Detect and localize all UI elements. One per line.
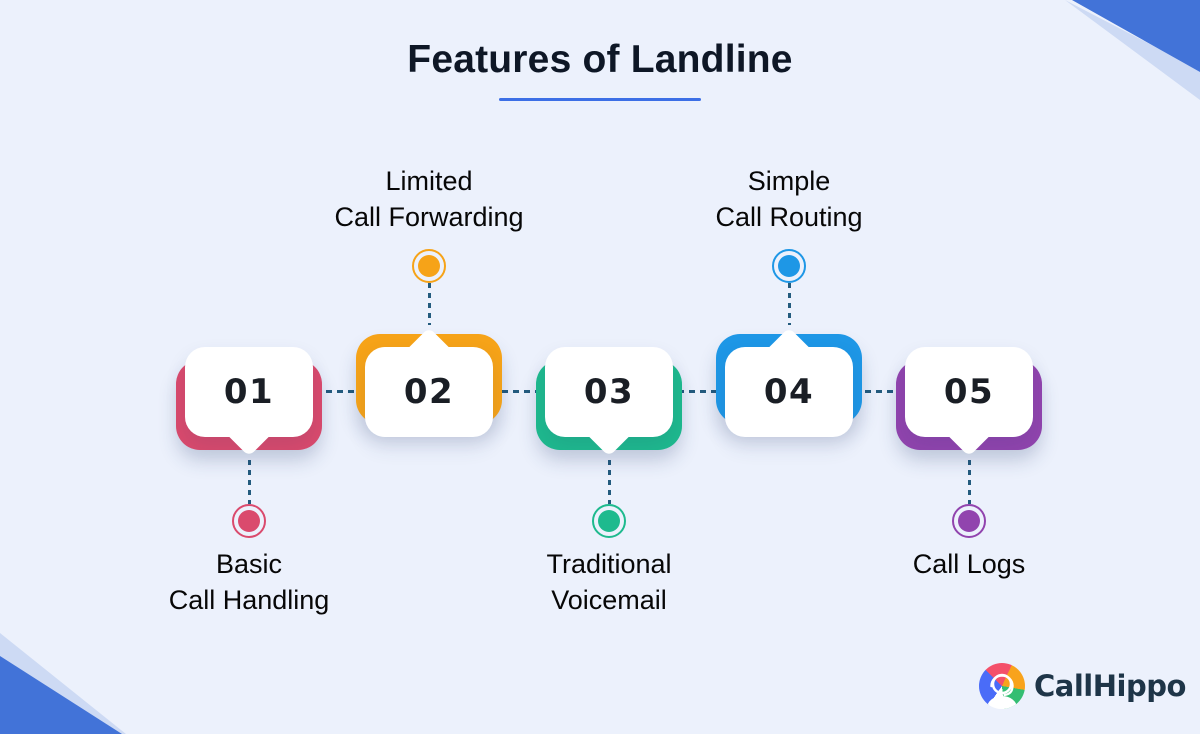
feature-label: Traditional Voicemail	[449, 546, 769, 618]
feature-card-02: 02	[356, 327, 502, 437]
dotted-connector	[787, 283, 791, 325]
timeline-dot-inner	[958, 510, 980, 532]
timeline-dot	[592, 504, 626, 538]
brand-logo: CallHippo	[979, 663, 1186, 709]
feature-card-04: 04	[716, 327, 862, 437]
feature-label-line: Basic	[215, 549, 283, 579]
dotted-connector	[967, 460, 971, 504]
card-number: 03	[583, 372, 635, 412]
feature-label: Call Logs	[809, 546, 1129, 582]
card-number: 05	[943, 372, 995, 412]
timeline-dot	[772, 249, 806, 283]
feature-label-line: Call Logs	[912, 549, 1026, 579]
headset-person-icon	[987, 673, 1017, 709]
timeline-dot	[412, 249, 446, 283]
feature-label: Simple Call Routing	[629, 163, 949, 235]
page-title: Features of Landline	[407, 38, 793, 81]
feature-label-line: Traditional	[546, 549, 672, 579]
feature-label-line: Call Handling	[168, 585, 330, 615]
feature-label: Basic Call Handling	[89, 546, 409, 618]
feature-label-line: Voicemail	[551, 585, 667, 615]
timeline-dot-inner	[418, 255, 440, 277]
title-underline	[499, 98, 701, 101]
timeline-dot	[232, 504, 266, 538]
feature-label-line: Call Routing	[715, 202, 863, 232]
feature-label-line: Limited	[385, 166, 473, 196]
card-number: 01	[223, 372, 275, 412]
feature-label: Limited Call Forwarding	[269, 163, 589, 235]
timeline-dot-inner	[778, 255, 800, 277]
dotted-connector	[607, 460, 611, 504]
timeline-dot-inner	[238, 510, 260, 532]
card-number: 02	[403, 372, 455, 412]
feature-card-01: 01	[176, 347, 322, 457]
brand-logo-text: CallHippo	[1034, 669, 1186, 703]
callhippo-logo-icon	[979, 663, 1025, 709]
card-number: 04	[763, 372, 815, 412]
timeline-dot	[952, 504, 986, 538]
feature-card-03: 03	[536, 347, 682, 457]
feature-label-line: Call Forwarding	[334, 202, 524, 232]
dotted-connector	[247, 460, 251, 504]
feature-card-05: 05	[896, 347, 1042, 457]
dotted-connector	[427, 283, 431, 325]
timeline-dot-inner	[598, 510, 620, 532]
feature-label-line: Simple	[747, 166, 831, 196]
